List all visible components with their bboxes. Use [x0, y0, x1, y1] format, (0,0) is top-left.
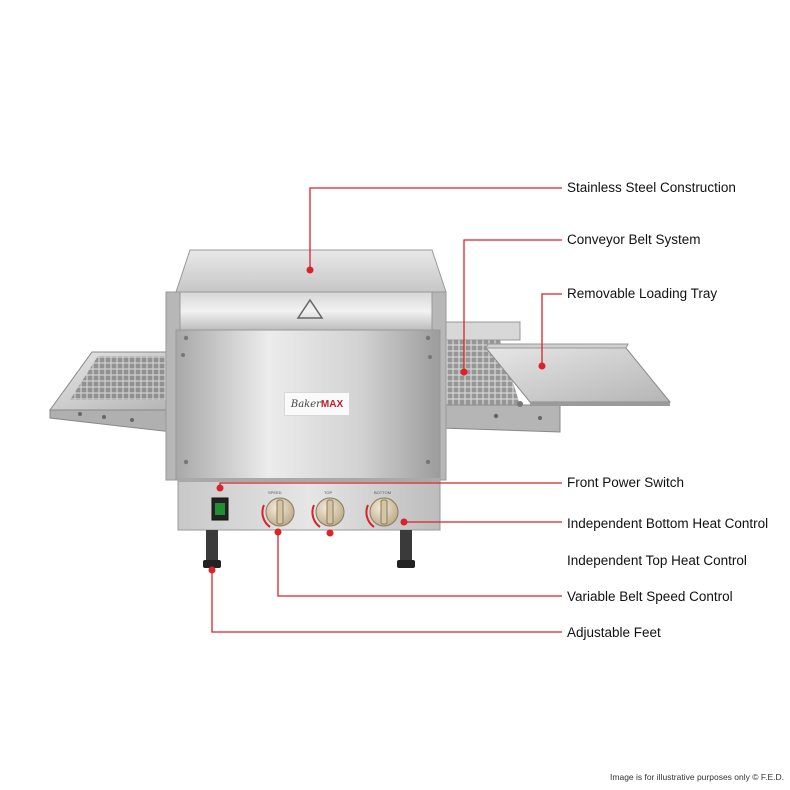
leader-adjustable-feet — [211, 570, 562, 633]
leader-speed-control — [277, 532, 562, 597]
right-conveyor — [439, 321, 561, 433]
bottom-knob-label: BOTTOM — [374, 490, 391, 495]
bottom-heat-knob[interactable] — [365, 497, 399, 528]
label-removable-loading-tray: Removable Loading Tray — [567, 286, 718, 301]
leader-loading-tray — [541, 293, 562, 366]
leader-conveyor-belt — [463, 239, 562, 372]
label-adjustable-feet: Adjustable Feet — [567, 625, 661, 640]
label-variable-belt-speed-control: Variable Belt Speed Control — [567, 589, 733, 604]
top-knob-label: TOP — [324, 490, 332, 495]
label-conveyor-belt-system: Conveyor Belt System — [567, 232, 701, 247]
leader-lines — [211, 187, 562, 633]
label-front-power-switch: Front Power Switch — [567, 475, 685, 490]
speed-knob[interactable] — [261, 497, 295, 528]
illustrative-note: Image is for illustrative purposes only … — [610, 772, 784, 782]
dot-adjustable-feet — [208, 566, 216, 574]
dot-bottom-heat — [400, 518, 408, 526]
label-independent-bottom-heat-control: Independent Bottom Heat Control — [567, 516, 769, 531]
left-foot — [206, 530, 218, 562]
dot-loading-tray — [538, 362, 546, 370]
dot-conveyor-belt — [460, 368, 468, 376]
dot-power-switch — [216, 484, 224, 492]
leader-dots — [208, 266, 546, 574]
label-stainless-steel-construction: Stainless Steel Construction — [567, 180, 736, 195]
logo-brand: Baker — [290, 398, 321, 410]
dot-speed-control — [274, 528, 282, 536]
leader-stainless-steel — [309, 187, 562, 270]
dot-stainless-steel — [306, 266, 314, 274]
top-heat-knob[interactable] — [311, 497, 345, 528]
left-conveyor — [49, 351, 173, 433]
dot-top-heat — [326, 529, 334, 537]
loading-tray — [484, 343, 672, 406]
logo-brand-suffix: MAX — [320, 398, 344, 410]
right-foot — [400, 530, 412, 562]
label-independent-top-heat-control: Independent Top Heat Control — [567, 553, 747, 568]
speed-knob-label: SPEED — [268, 490, 282, 495]
